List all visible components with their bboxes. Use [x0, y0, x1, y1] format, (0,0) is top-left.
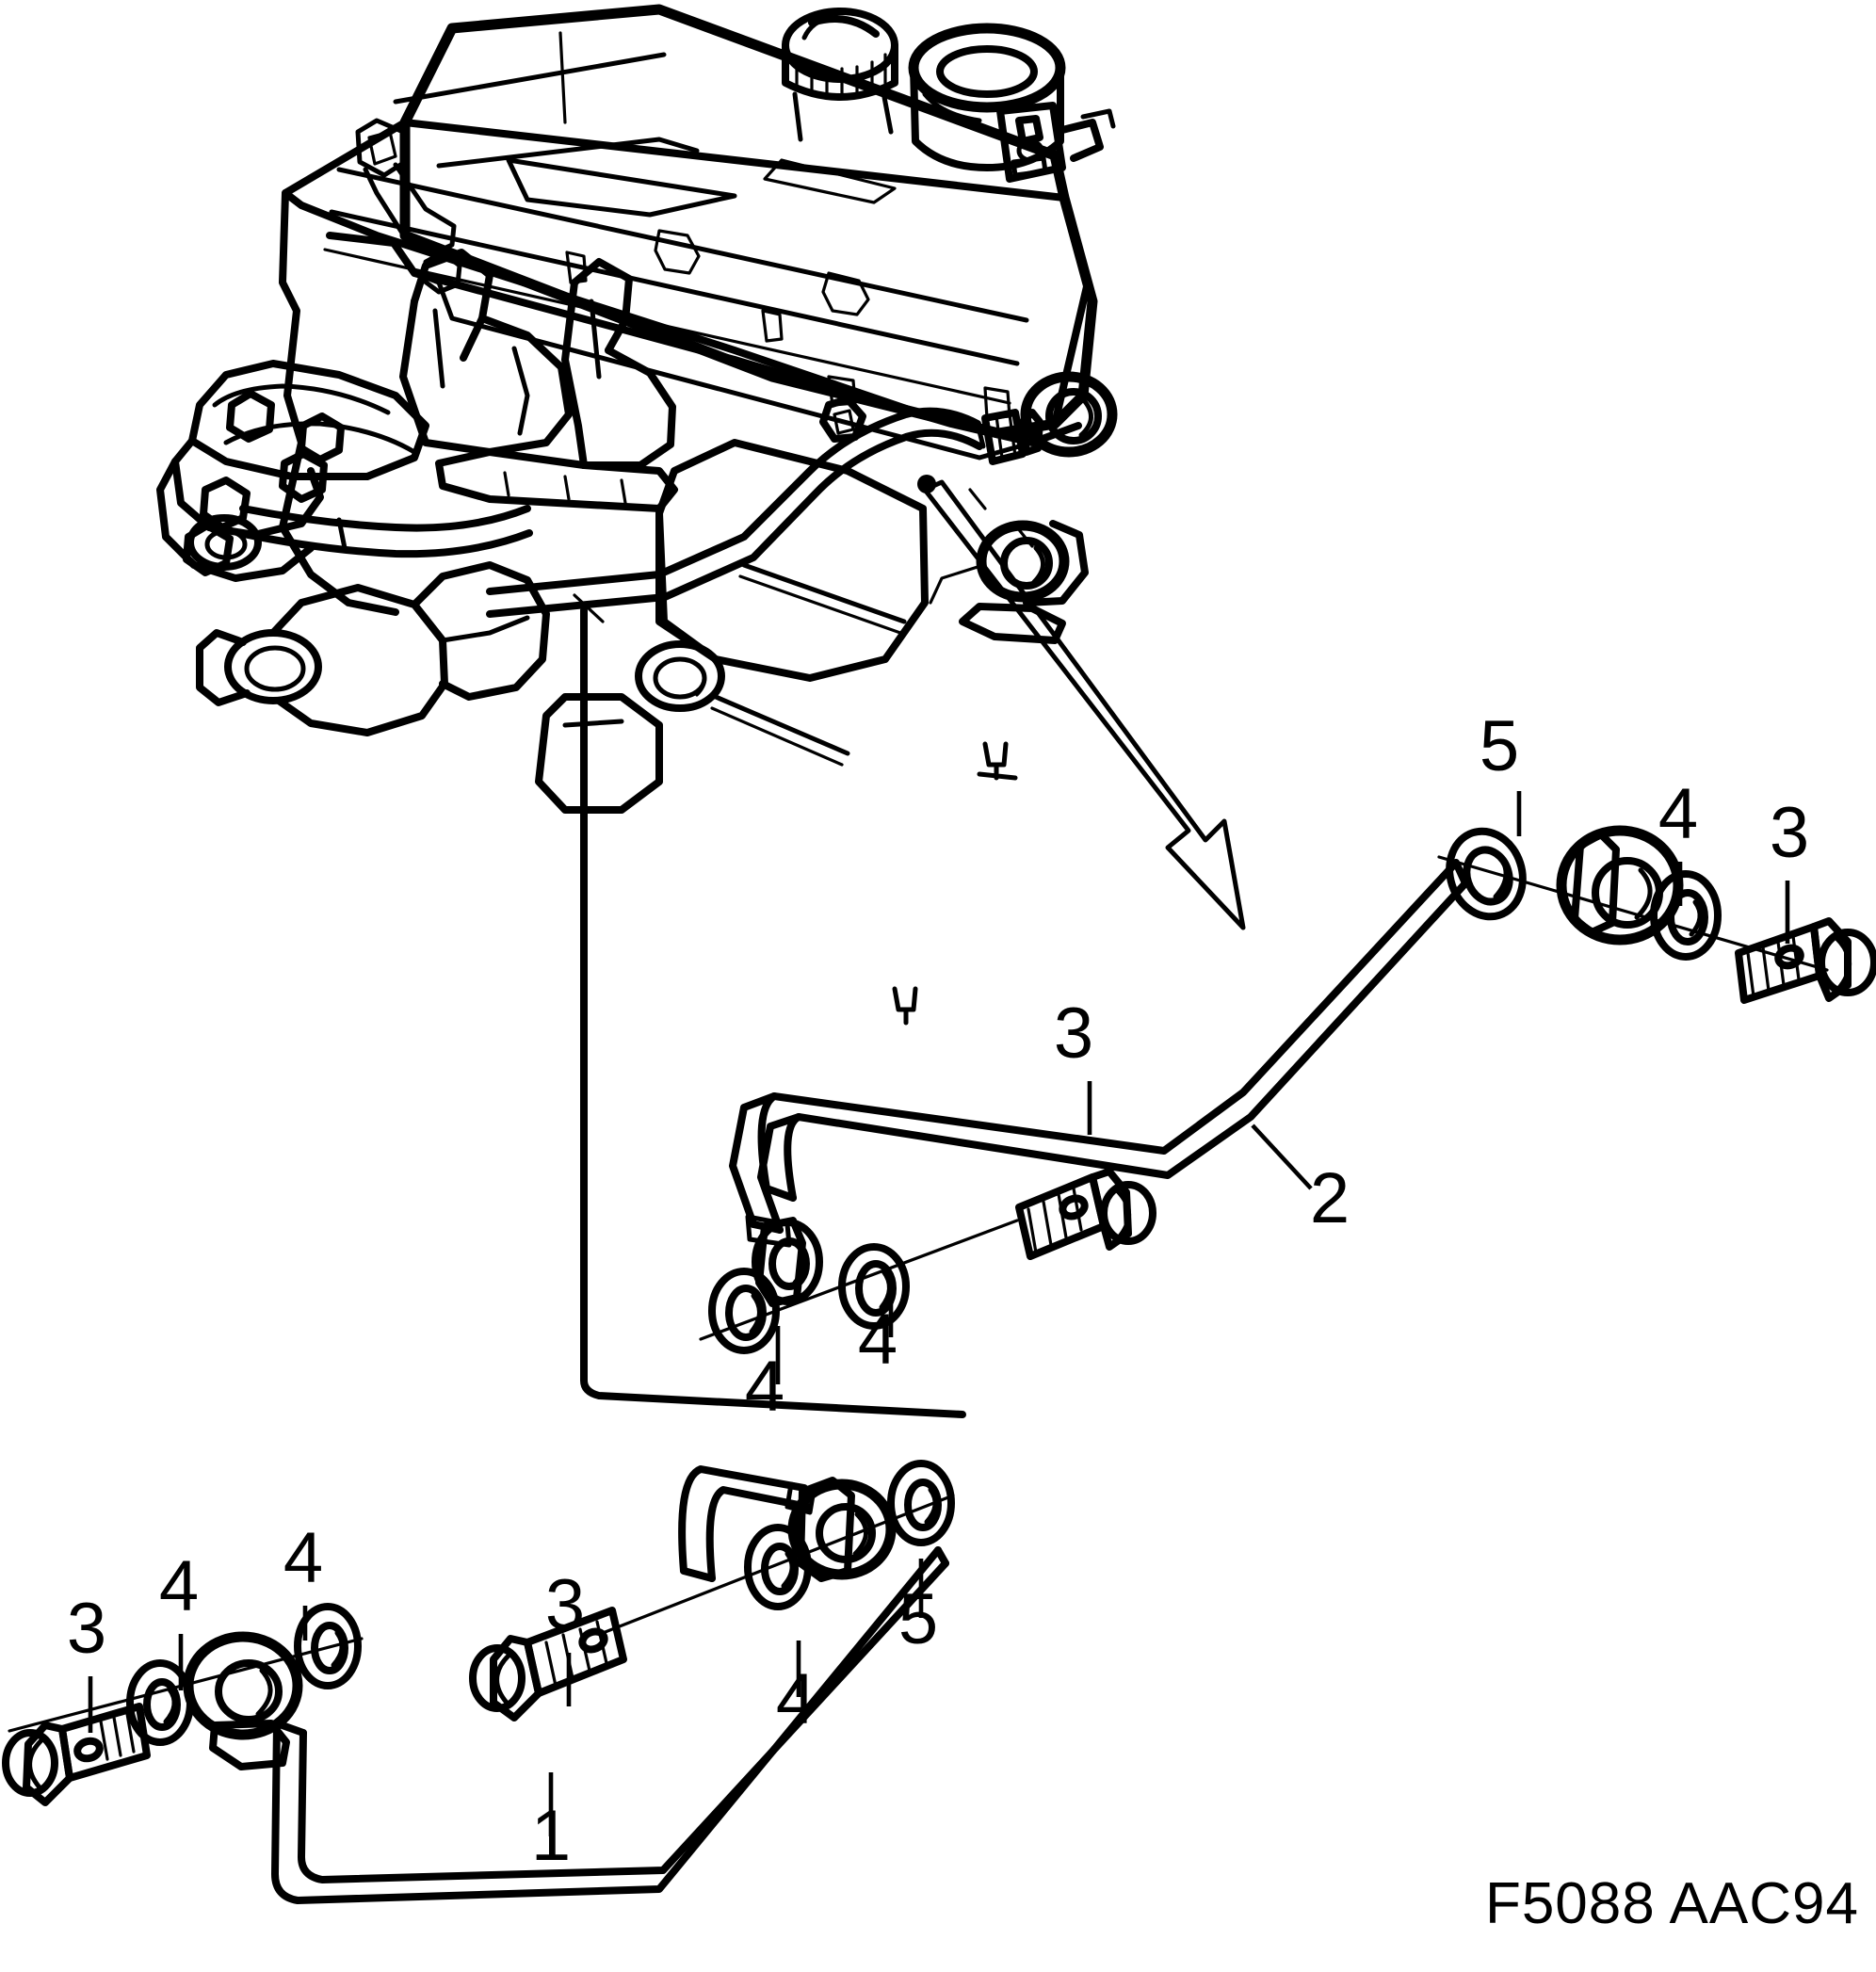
engine-to-pipe-arrow — [917, 475, 1246, 930]
callout-3-lower-center: 3 — [545, 1565, 585, 1645]
engine-to-lower-pipe-leader — [580, 606, 966, 1418]
lower-center-fitting — [469, 1460, 955, 1721]
cylinder-block — [535, 396, 1034, 814]
callout-4-middle-left: 4 — [745, 1347, 784, 1427]
banjo-bolt-lower-center — [469, 1607, 627, 1721]
throttle-body-intake — [908, 23, 1066, 171]
callout-1: 1 — [531, 1796, 571, 1876]
callout-5-upper-right: 5 — [1480, 706, 1519, 786]
exhaust-manifold — [156, 360, 533, 582]
callout-5-lower-center: 5 — [898, 1579, 938, 1659]
coolant-outlet — [186, 514, 550, 736]
callout-4-lower-left-1: 4 — [159, 1546, 199, 1626]
engine-oil-line — [486, 371, 1118, 1026]
callout-4-middle-right: 4 — [858, 1300, 898, 1380]
callout-3-lower-left: 3 — [67, 1589, 106, 1669]
lower-oil-pipe — [271, 1546, 949, 1904]
oil-filler-cap — [782, 8, 898, 142]
callout-4-lower-left-2: 4 — [283, 1518, 323, 1598]
intake-bracket — [996, 102, 1116, 183]
callout-3-middle: 3 — [1054, 994, 1093, 1074]
middle-fitting — [699, 1168, 1156, 1354]
sealing-washer-ur — [1650, 870, 1722, 961]
sealing-washer-lc1 — [744, 1524, 812, 1610]
sealing-washer-lc2 — [887, 1460, 955, 1546]
sealing-washer-ll1 — [126, 1659, 194, 1746]
lower-left-fitting — [2, 1603, 364, 1806]
callout-4-upper-right: 4 — [1658, 774, 1698, 854]
figure-caption: F5088 AAC94 — [1485, 1871, 1859, 1936]
sealing-washer-ll2 — [294, 1603, 362, 1689]
banjo-bolt-lower-left — [2, 1703, 151, 1806]
banjo-bolt-middle — [1015, 1168, 1156, 1260]
engine-assembly — [156, 4, 1118, 1026]
callout-3-upper-right: 3 — [1770, 793, 1809, 873]
callout-leaders — [88, 791, 1790, 1836]
callout-2: 2 — [1310, 1158, 1350, 1238]
leader-tick — [573, 593, 605, 623]
callout-4-lower-center: 4 — [776, 1659, 816, 1739]
